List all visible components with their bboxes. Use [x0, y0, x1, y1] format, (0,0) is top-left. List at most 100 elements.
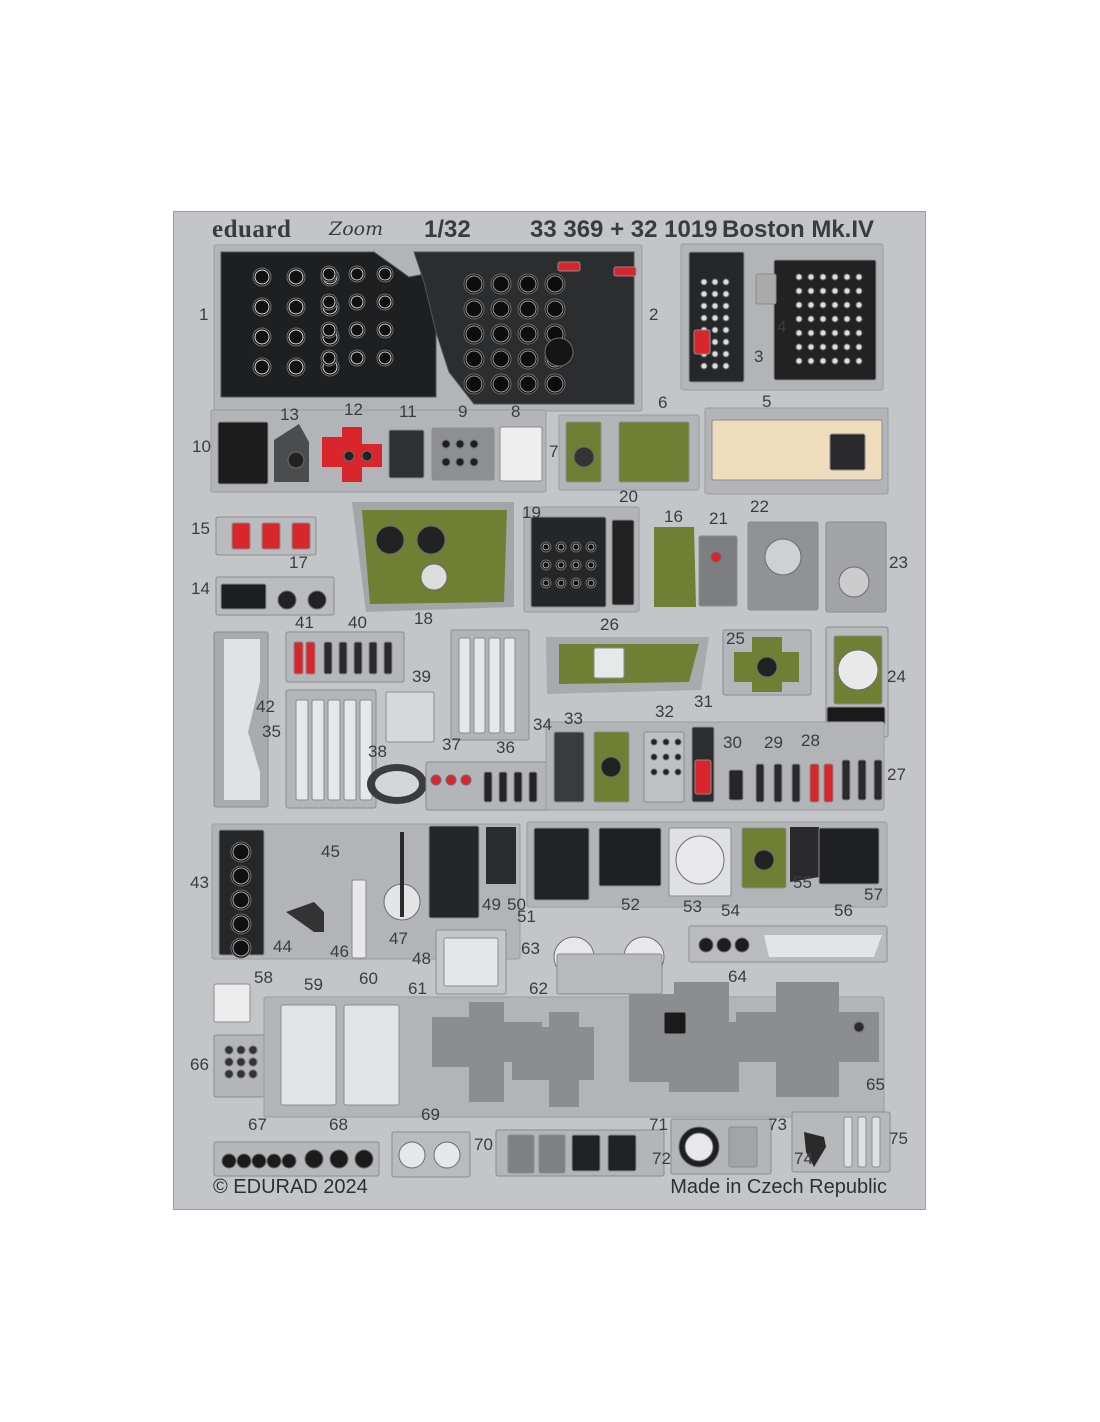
instrument-dial — [795, 329, 803, 337]
instrument-dial — [585, 577, 597, 589]
part-73 — [728, 1126, 758, 1168]
dial-ring — [572, 561, 580, 569]
dial-ring — [587, 561, 595, 569]
instrument-dial — [252, 357, 272, 377]
instrument-dial — [555, 577, 567, 589]
instrument-dial — [517, 298, 539, 320]
part-number-label: 34 — [533, 715, 552, 734]
part-number-label: 15 — [191, 519, 210, 538]
part-number-label: 36 — [496, 738, 515, 757]
instrument-dial — [469, 457, 479, 467]
part-38-face — [375, 771, 419, 797]
dial-ring — [350, 295, 364, 309]
instrument-dial — [722, 290, 730, 298]
part-number-label: 39 — [412, 667, 431, 686]
black-lever — [483, 771, 493, 803]
instrument-dial — [711, 326, 719, 334]
lever-part — [458, 637, 471, 734]
instrument-dial — [490, 323, 512, 345]
instrument-dial — [756, 656, 778, 678]
part-number-label: 68 — [329, 1115, 348, 1134]
red-lever — [231, 522, 251, 550]
part-number-label: 12 — [344, 400, 363, 419]
dial-ring — [350, 267, 364, 281]
part-number-label: 42 — [256, 697, 275, 716]
instrument-dial — [807, 357, 815, 365]
dial-ring — [542, 579, 550, 587]
part-48-grid — [443, 937, 499, 987]
dial-ring — [378, 323, 392, 337]
part-number-label: 25 — [726, 629, 745, 648]
instrument-dial — [734, 937, 750, 953]
instrument-dial — [711, 338, 719, 346]
part-number-label: 28 — [801, 731, 820, 750]
instrument-dial — [544, 298, 566, 320]
instrument-dial — [807, 343, 815, 351]
instrument-dial — [230, 865, 252, 887]
instrument-dial — [354, 1149, 374, 1169]
instrument-dial — [555, 559, 567, 571]
instrument-dial — [430, 774, 442, 786]
part-number-label: 50 — [507, 895, 526, 914]
instrument-dial — [463, 298, 485, 320]
instrument-dial — [711, 314, 719, 322]
instrument-dial — [221, 1153, 237, 1169]
dial-ring — [519, 300, 537, 318]
instrument-dial — [831, 287, 839, 295]
instrument-dial — [855, 301, 863, 309]
instrument-dial — [224, 1069, 234, 1079]
part-65 — [736, 982, 879, 1097]
part-63-frame — [556, 953, 663, 995]
part-number-label: 18 — [414, 609, 433, 628]
instrument-dial — [286, 357, 306, 377]
instrument-dial — [831, 357, 839, 365]
instrument-dial — [463, 273, 485, 295]
lever-part — [359, 699, 373, 801]
instrument-dial — [819, 343, 827, 351]
instrument-dial — [455, 439, 465, 449]
part-44 — [286, 902, 324, 932]
part-number-label: 69 — [421, 1105, 440, 1124]
dial-ring — [519, 375, 537, 393]
part-31-red — [694, 759, 712, 795]
dial-ring — [572, 543, 580, 551]
part-number-label: 26 — [600, 615, 619, 634]
instrument-dial — [674, 738, 682, 746]
black-lever — [323, 641, 333, 675]
lever-part — [295, 699, 309, 801]
instrument-dial — [398, 1141, 426, 1169]
dial-ring — [288, 359, 304, 375]
instrument-dial — [698, 937, 714, 953]
dial-ring — [232, 843, 250, 861]
dial-ring — [557, 543, 565, 551]
instrument-dial — [287, 451, 305, 469]
dial-ring — [322, 267, 336, 281]
part-number-label: 48 — [412, 949, 431, 968]
instrument-dial — [286, 267, 306, 287]
instrument-dial — [650, 738, 658, 746]
part-number-label: 31 — [694, 692, 713, 711]
instrument-dial — [795, 315, 803, 323]
instrument-dial — [329, 1149, 349, 1169]
instrument-dial — [819, 287, 827, 295]
instrument-dial — [230, 913, 252, 935]
dial-ring — [378, 267, 392, 281]
zoom-logo: Zoom — [329, 218, 384, 240]
instrument-dial — [795, 273, 803, 281]
black-lever — [338, 641, 348, 675]
instrument-dial — [843, 343, 851, 351]
part-number-label: 6 — [658, 393, 667, 412]
dial-ring — [350, 323, 364, 337]
instrument-dial — [540, 559, 552, 571]
instrument-dial — [662, 768, 670, 776]
part-75-strip — [857, 1116, 867, 1168]
black-lever — [857, 759, 867, 801]
instrument-dial — [819, 315, 827, 323]
red-lever — [291, 522, 311, 550]
instrument-dial — [855, 357, 863, 365]
instrument-dial — [711, 290, 719, 298]
instrument-dial — [753, 849, 775, 871]
part-number-label: 4 — [777, 317, 786, 336]
instrument-dial — [700, 278, 708, 286]
part-number-label: 2 — [649, 305, 658, 324]
